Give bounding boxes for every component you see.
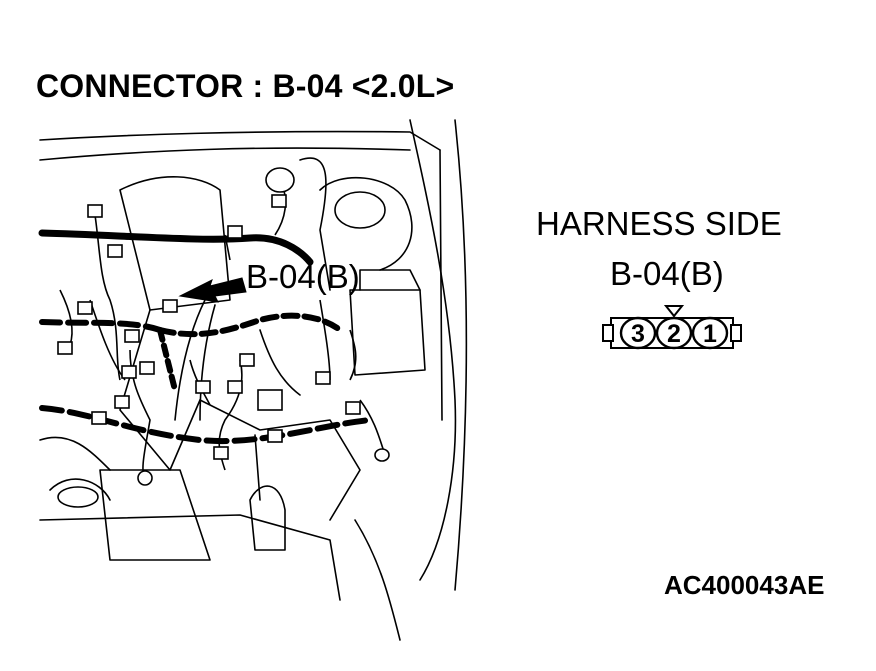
pin-3-cavity [619, 316, 657, 350]
pin-2-cavity [655, 316, 693, 350]
cap [265, 167, 295, 193]
battery-box [349, 289, 426, 376]
strut-tower [334, 191, 386, 229]
harness-left [39, 319, 163, 333]
connector-stub [87, 204, 103, 218]
harness-lower [39, 405, 373, 445]
harness-connector-face: 3 2 1 [602, 305, 742, 350]
pin-3-label: 3 [631, 320, 645, 348]
callout-arrow [178, 277, 247, 303]
hood-edge [39, 130, 441, 151]
pin-1-cavity [691, 316, 729, 350]
connector-callout-label: B-04(B) [246, 258, 360, 295]
keyway-marker [663, 305, 685, 318]
figure-code: AC400043AE [664, 570, 825, 600]
relay-block [257, 389, 283, 411]
lower-housing [99, 469, 211, 561]
pin-2-label: 2 [667, 320, 681, 348]
engine-block [119, 176, 231, 311]
pin-1-label: 1 [703, 320, 717, 348]
fender-line [409, 119, 457, 581]
harness-side-label: HARNESS SIDE [536, 205, 782, 242]
harness-connector-id: B-04(B) [610, 255, 724, 292]
page-title: CONNECTOR : B-04 <2.0L> [36, 68, 455, 104]
harness-main-upper [38, 229, 314, 266]
